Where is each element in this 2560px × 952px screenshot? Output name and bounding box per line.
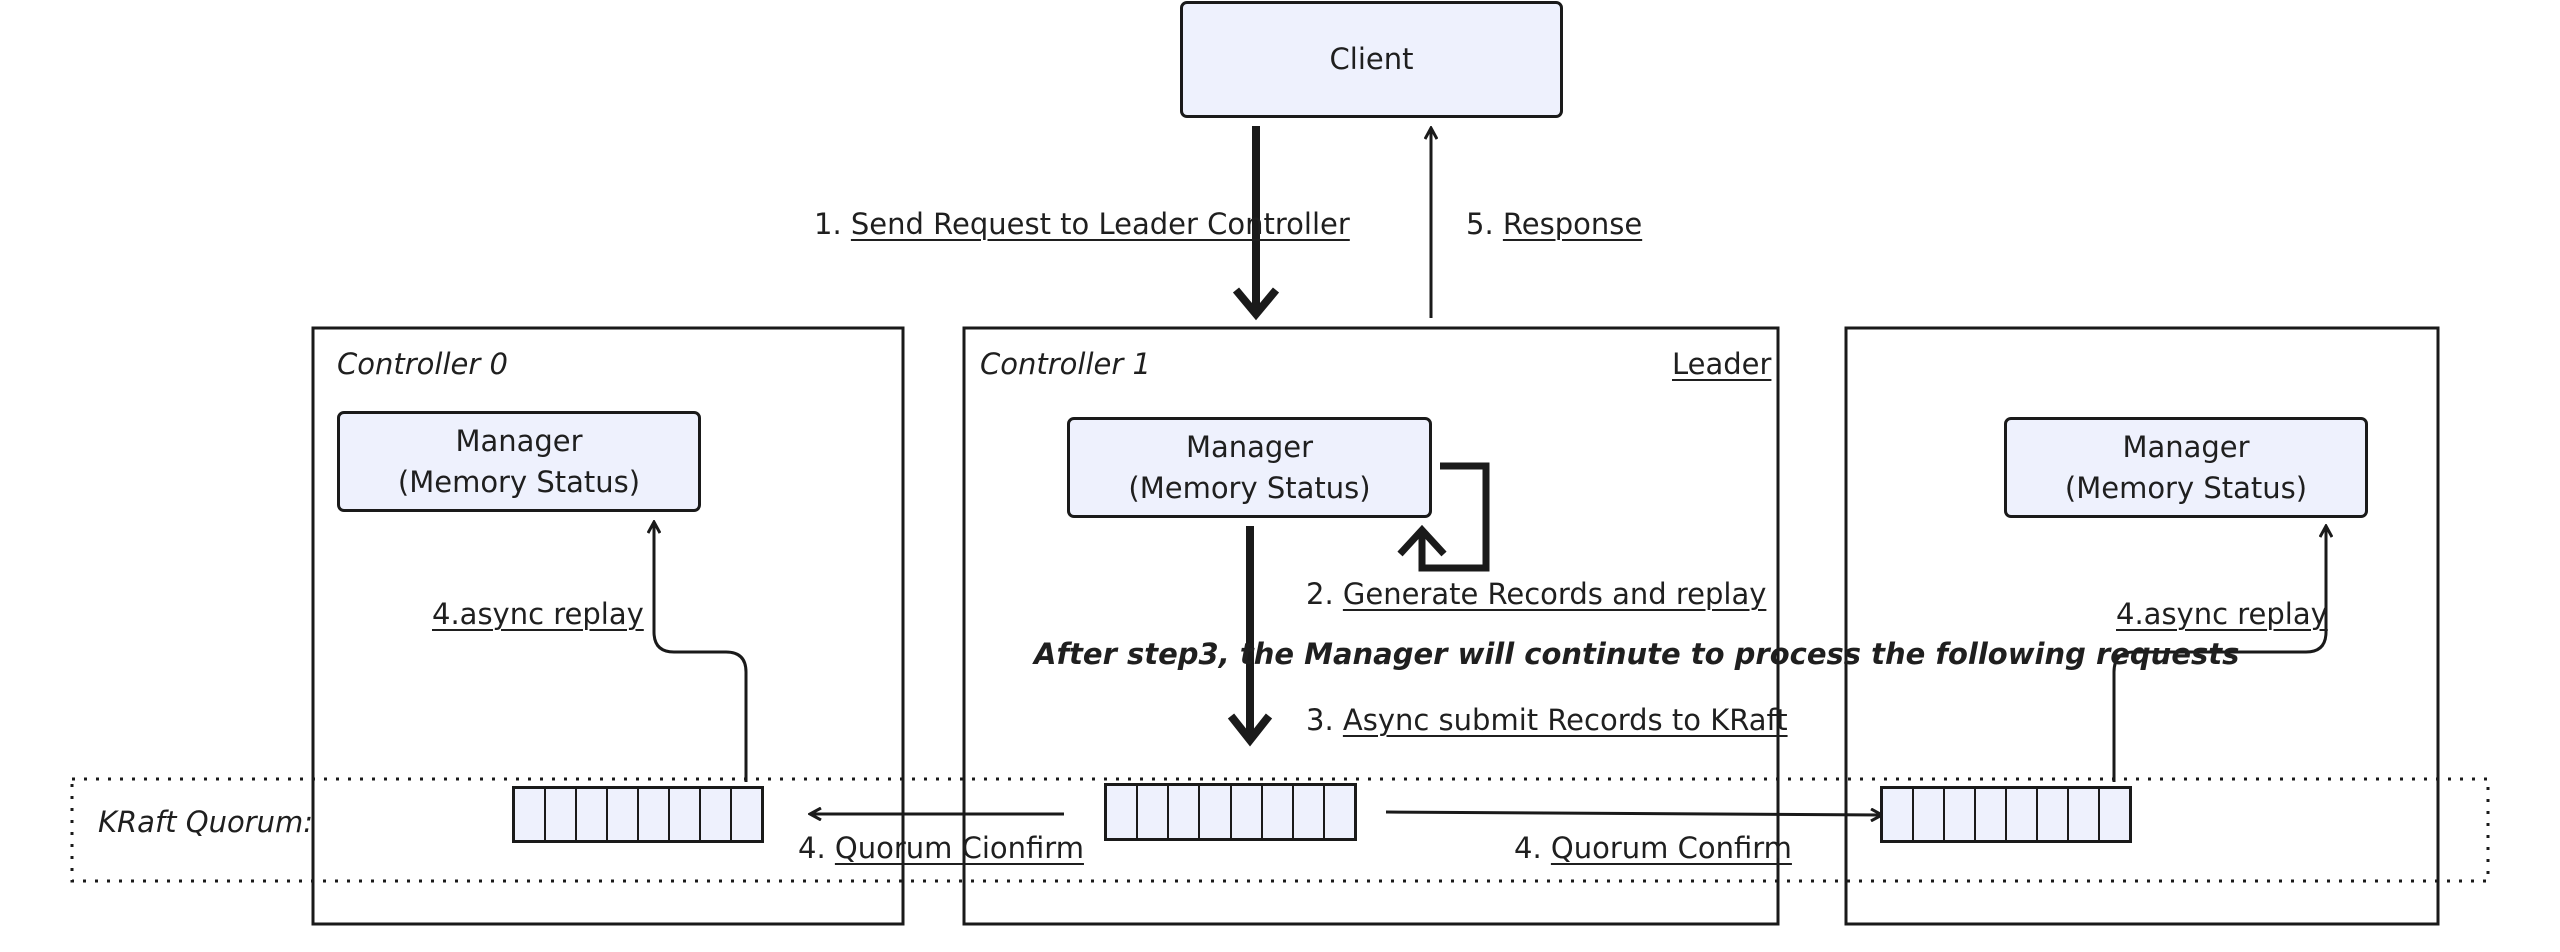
step-number: 1. (814, 207, 842, 241)
controller-2-manager-box: Manager (Memory Status) (2004, 417, 2368, 518)
controller-0-frame (311, 326, 905, 926)
log-cell (1976, 789, 2007, 840)
step-number: 3. (1306, 703, 1334, 737)
manager-title: Manager (2122, 429, 2250, 464)
log-cell (1945, 789, 1976, 840)
step-1-label: 1. Send Request to Leader Controller (814, 210, 1350, 239)
step-number: 2. (1306, 577, 1334, 611)
log-cell (1200, 786, 1232, 838)
controller-0-record-log (512, 786, 764, 843)
quorum-confirm-right-arrow (1385, 812, 1882, 815)
client-box: Client (1180, 1, 1563, 118)
log-cell (1138, 786, 1170, 838)
log-cell (1107, 786, 1139, 838)
generate-records-text: Generate Records and replay (1342, 577, 1767, 611)
quorum-confirm-left-text: Quorum Cionfirm (834, 831, 1084, 865)
async-replay-left-arrow (654, 522, 748, 782)
log-cell (1914, 789, 1945, 840)
quorum-confirm-left-label: 4. Quorum Cionfirm (798, 834, 1084, 863)
step-number: 4. (798, 831, 826, 865)
log-cell (639, 789, 670, 840)
controller-1-manager-box: Manager (Memory Status) (1067, 417, 1432, 518)
log-cell (670, 789, 701, 840)
log-cell (515, 789, 546, 840)
controller-1-record-log (1104, 783, 1357, 841)
log-cell (1169, 786, 1201, 838)
manager-subtitle: (Memory Status) (397, 464, 641, 499)
step-number: 5. (1466, 207, 1494, 241)
log-cell (546, 789, 577, 840)
controller-0-title: Controller 0 (337, 347, 508, 381)
send-request-arrow (1232, 126, 1280, 321)
async-submit-text: Async submit Records to KRaft (1342, 703, 1788, 737)
step-number: 4. (1514, 831, 1542, 865)
manager-subtitle: (Memory Status) (1128, 470, 1371, 505)
step-5-label: 5. Response (1466, 210, 1642, 239)
log-cell (2100, 789, 2129, 840)
log-cell (1232, 786, 1263, 838)
log-cell (732, 789, 761, 840)
kraft-quorum-label: KRaft Quorum: (98, 805, 314, 839)
generate-records-loop-arrow (1397, 462, 1490, 572)
log-cell (701, 789, 732, 840)
log-cell (1325, 786, 1354, 838)
async-submit-arrow (1227, 526, 1273, 747)
async-replay-right-arrow (2112, 526, 2326, 782)
step-2-label: 2. Generate Records and replay (1306, 580, 1766, 609)
send-request-text: Send Request to Leader Controller (850, 207, 1350, 241)
async-replay-right-label: 4.async replay (2116, 597, 2328, 631)
log-cell (1294, 786, 1325, 838)
controller-2-record-log (1880, 786, 2132, 843)
quorum-confirm-right-label: 4. Quorum Confirm (1514, 834, 1792, 863)
client-label: Client (1329, 42, 1414, 77)
manager-title: Manager (455, 423, 583, 458)
leader-label: Leader (1672, 347, 1772, 381)
manager-title: Manager (1185, 429, 1314, 464)
controller-2-frame (1844, 326, 2440, 926)
log-cell (577, 789, 608, 840)
log-cell (608, 789, 639, 840)
log-cell (2038, 789, 2069, 840)
response-text: Response (1502, 207, 1643, 241)
processing-note: After step3, the Manager will continute … (1034, 637, 2240, 671)
log-cell (2007, 789, 2038, 840)
log-cell (2069, 789, 2100, 840)
log-cell (1883, 789, 1914, 840)
controller-1-frame (962, 326, 1780, 926)
controller-1-title: Controller 1 (980, 347, 1151, 381)
controller-0-manager-box: Manager (Memory Status) (337, 411, 701, 512)
quorum-confirm-right-text: Quorum Confirm (1550, 831, 1792, 865)
log-cell (1263, 786, 1294, 838)
async-replay-left-label: 4.async replay (432, 597, 644, 631)
step-3-label: 3. Async submit Records to KRaft (1306, 706, 1788, 735)
manager-subtitle: (Memory Status) (2064, 470, 2308, 505)
